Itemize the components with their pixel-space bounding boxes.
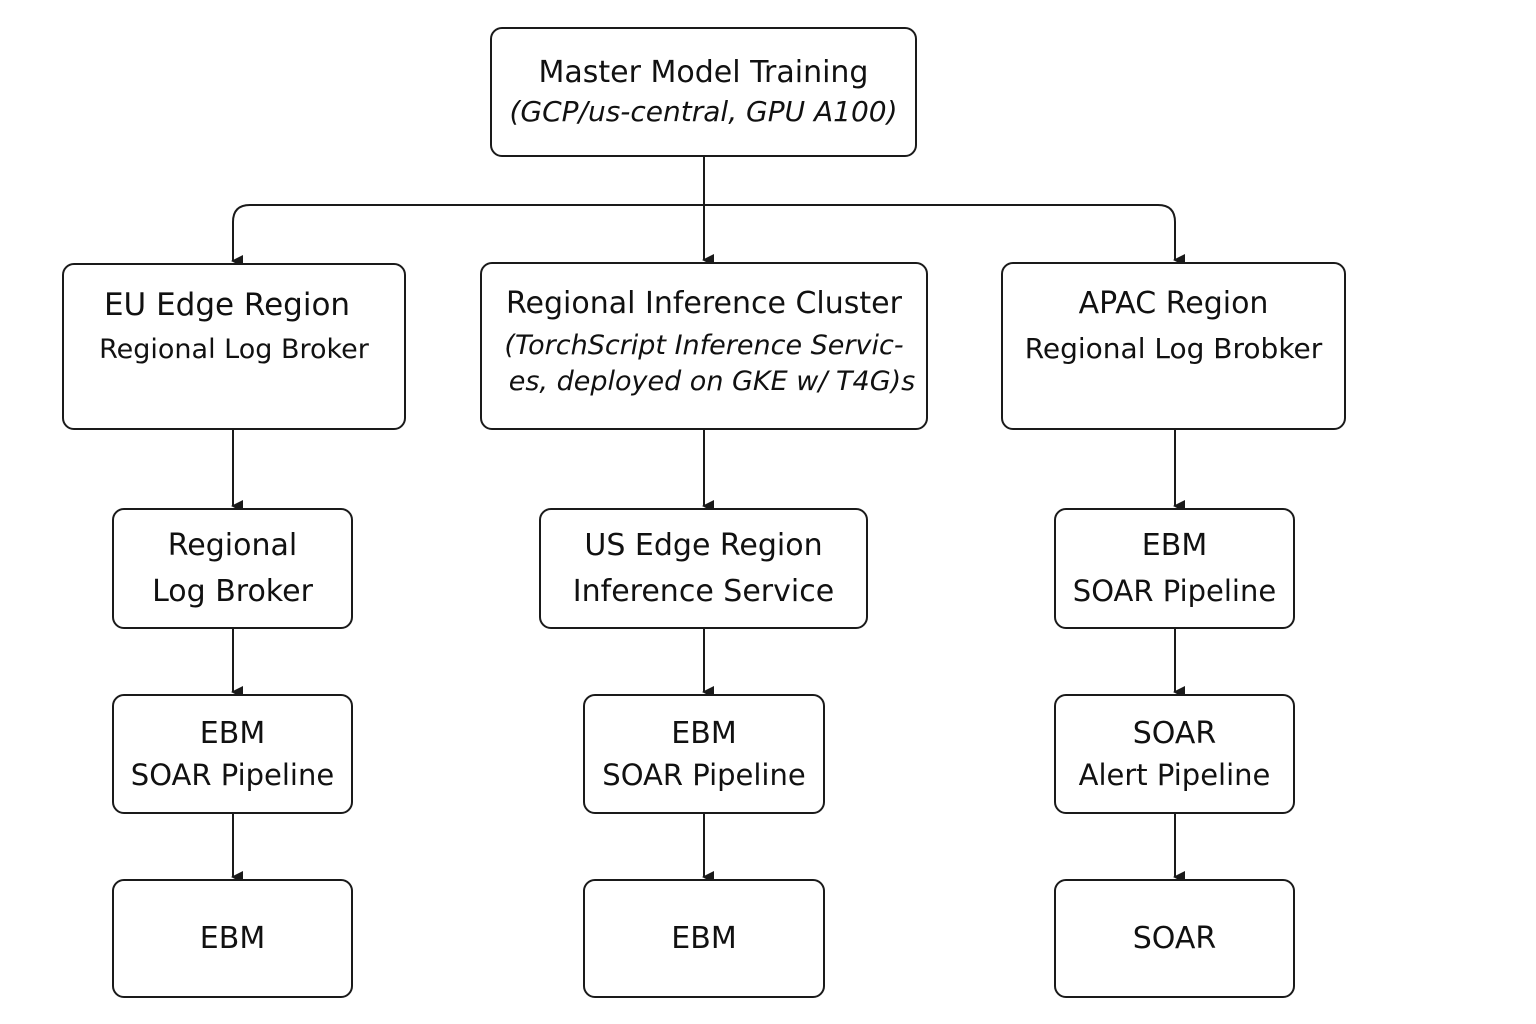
node-master-model-training: Master Model Training (GCP/us-central, G… <box>490 27 917 157</box>
node-regional-inference-cluster: Regional Inference Cluster (TorchScript … <box>480 262 928 430</box>
node-mid-ebm-leaf: EBM <box>583 879 825 998</box>
node-subtitle-line-2: es, deployed on GKE w/ T4G)s <box>508 366 916 398</box>
node-title: APAC Region <box>1078 286 1269 321</box>
node-eu-regional-log-broker: Regional Log Broker <box>112 508 353 629</box>
node-subtitle: Regional Log Broker <box>99 334 369 366</box>
node-title: EU Edge Region <box>103 287 351 323</box>
node-line-1: US Edge Region <box>584 527 823 563</box>
connector-master-to-eu-region <box>231 204 704 267</box>
node-title: Regional Inference Cluster <box>506 286 902 321</box>
node-label: EBM <box>199 920 266 956</box>
node-mid-ebm-soar-pipeline: EBM SOAR Pipeline <box>583 694 825 814</box>
node-line-2: SOAR Pipeline <box>602 757 806 792</box>
node-eu-ebm-leaf: EBM <box>112 879 353 998</box>
node-line-2: Inference Service <box>572 573 835 609</box>
node-line-2: Log Broker <box>152 573 313 609</box>
connector-master-to-apac-region <box>704 204 1185 266</box>
node-line-1: EBM <box>199 715 266 751</box>
node-apac-ebm-soar-pipeline: EBM SOAR Pipeline <box>1054 508 1295 629</box>
node-line-1: SOAR <box>1132 715 1217 751</box>
node-title: Master Model Training <box>538 55 869 91</box>
node-line-2: SOAR Pipeline <box>1072 574 1277 609</box>
node-line-1: EBM <box>1141 528 1208 564</box>
node-label: SOAR <box>1132 920 1217 956</box>
node-subtitle: Regional Log Brobker <box>1024 332 1323 365</box>
node-apac-soar-alert-pipeline: SOAR Alert Pipeline <box>1054 694 1295 814</box>
node-apac-soar-leaf: SOAR <box>1054 879 1295 998</box>
node-line-1: Regional <box>167 527 298 563</box>
node-subtitle: (GCP/us-central, GPU A100) <box>509 95 898 129</box>
node-line-1: EBM <box>671 715 737 751</box>
node-eu-edge-region: EU Edge Region Regional Log Broker <box>62 263 406 430</box>
node-subtitle-line-1: (TorchScript Inference Servic- <box>504 330 904 361</box>
node-eu-ebm-soar-pipeline: EBM SOAR Pipeline <box>112 694 353 814</box>
node-line-2: Alert Pipeline <box>1078 757 1271 792</box>
node-apac-region: APAC Region Regional Log Brobker <box>1001 262 1346 430</box>
node-us-edge-region: US Edge Region Inference Service <box>539 508 868 629</box>
node-label: EBM <box>671 920 737 956</box>
node-line-2: SOAR Pipeline <box>130 757 335 792</box>
